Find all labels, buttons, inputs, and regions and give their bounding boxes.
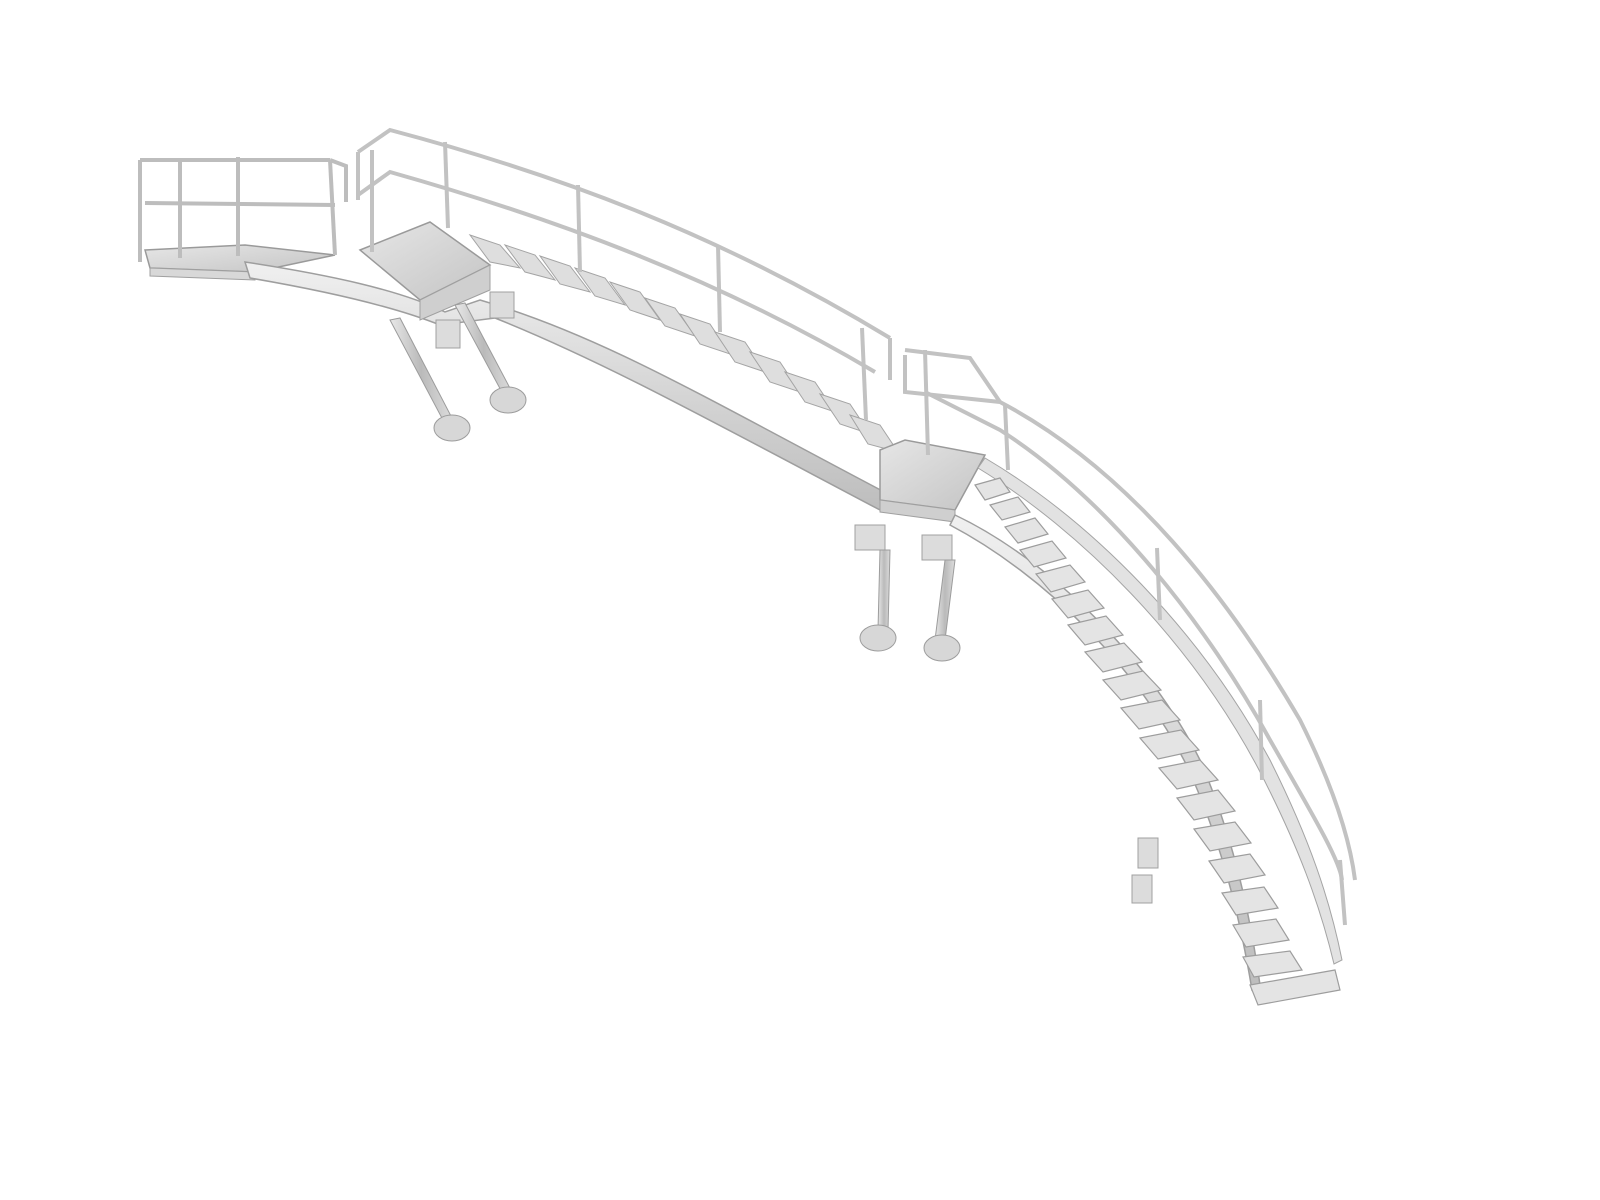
upper-supports <box>389 291 527 442</box>
middle-landing-deck <box>879 439 987 511</box>
top-landing-fascia <box>149 267 256 281</box>
lower-flight-stringer-outer <box>949 514 1261 992</box>
top-landing-railing <box>138 157 348 262</box>
upper-mid-landing <box>358 221 527 442</box>
lower-wall-brackets <box>1131 837 1159 904</box>
lower-flight-stringer-inner <box>977 457 1343 965</box>
middle-supports <box>854 524 961 662</box>
top-landing-deck <box>144 244 336 273</box>
top-landing <box>138 157 348 281</box>
upper-railing <box>356 127 892 421</box>
lower-flight-treads <box>974 477 1341 1006</box>
lower-railing <box>903 348 1357 926</box>
lower-flight <box>949 457 1343 1006</box>
upper-flight-treads <box>468 234 900 453</box>
middle-landing <box>854 439 987 662</box>
upper-flight <box>243 234 900 511</box>
